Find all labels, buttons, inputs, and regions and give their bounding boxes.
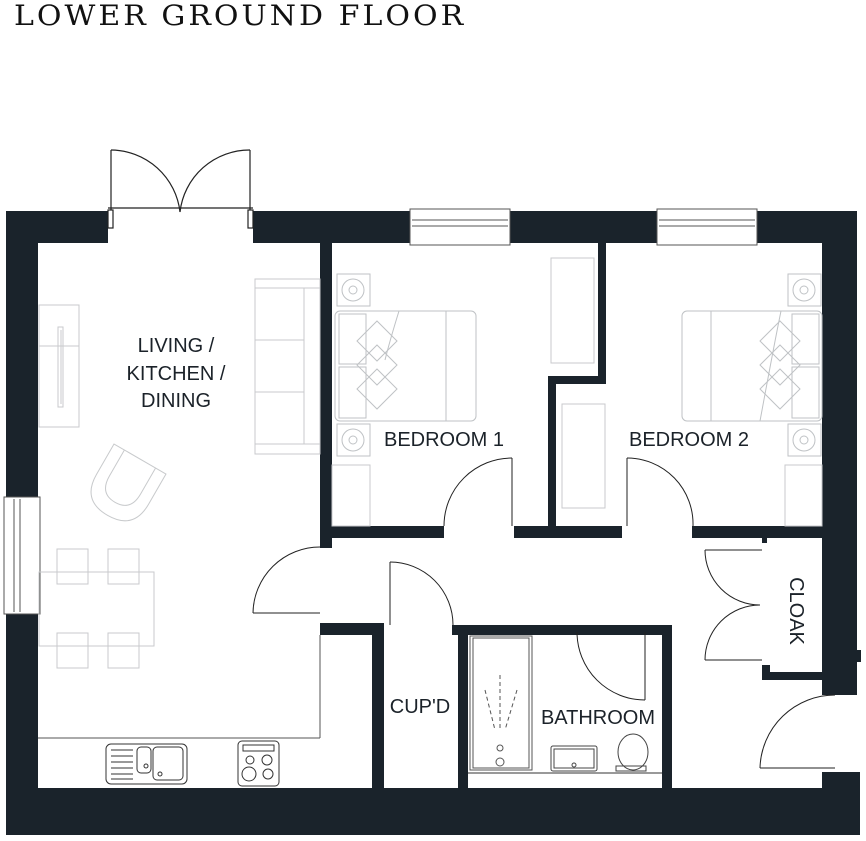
double-bed-icon-2 <box>681 310 823 422</box>
wash-basin-icon <box>550 745 598 772</box>
french-doors <box>107 149 254 243</box>
bathtub-icon <box>469 635 533 771</box>
label-living-2: KITCHEN / <box>127 363 226 385</box>
window-bedroom2 <box>656 208 758 246</box>
label-bedroom2: BEDROOM 2 <box>629 429 749 451</box>
label-living-3: DINING <box>141 390 211 412</box>
label-bedroom1: BEDROOM 1 <box>384 429 504 451</box>
wardrobe-icon-2 <box>561 403 823 527</box>
double-bed-icon <box>334 310 477 422</box>
toilet-icon <box>615 733 649 772</box>
sofa-icon <box>254 278 321 455</box>
label-cupboard: CUP'D <box>390 696 451 718</box>
label-cloak: CLOAK <box>785 577 807 645</box>
bedside-lamp-icon-2 <box>787 273 822 457</box>
bedside-lamp-icon <box>336 273 371 457</box>
tv-unit-icon <box>38 304 80 428</box>
kitchen-sink-icon <box>105 743 188 785</box>
doors <box>252 457 836 769</box>
cooker-hob-icon <box>237 740 280 787</box>
armchair-icon <box>90 443 167 522</box>
wardrobe-icon <box>331 257 595 527</box>
floor-title: LOWER GROUND FLOOR <box>14 0 467 33</box>
label-living-1: LIVING / <box>138 335 215 357</box>
walls <box>6 211 861 835</box>
window-living <box>3 496 41 615</box>
dining-table-icon <box>38 548 155 669</box>
window-bedroom1 <box>409 208 511 246</box>
label-bathroom: BATHROOM <box>541 707 655 729</box>
kitchen-counter <box>38 635 321 739</box>
